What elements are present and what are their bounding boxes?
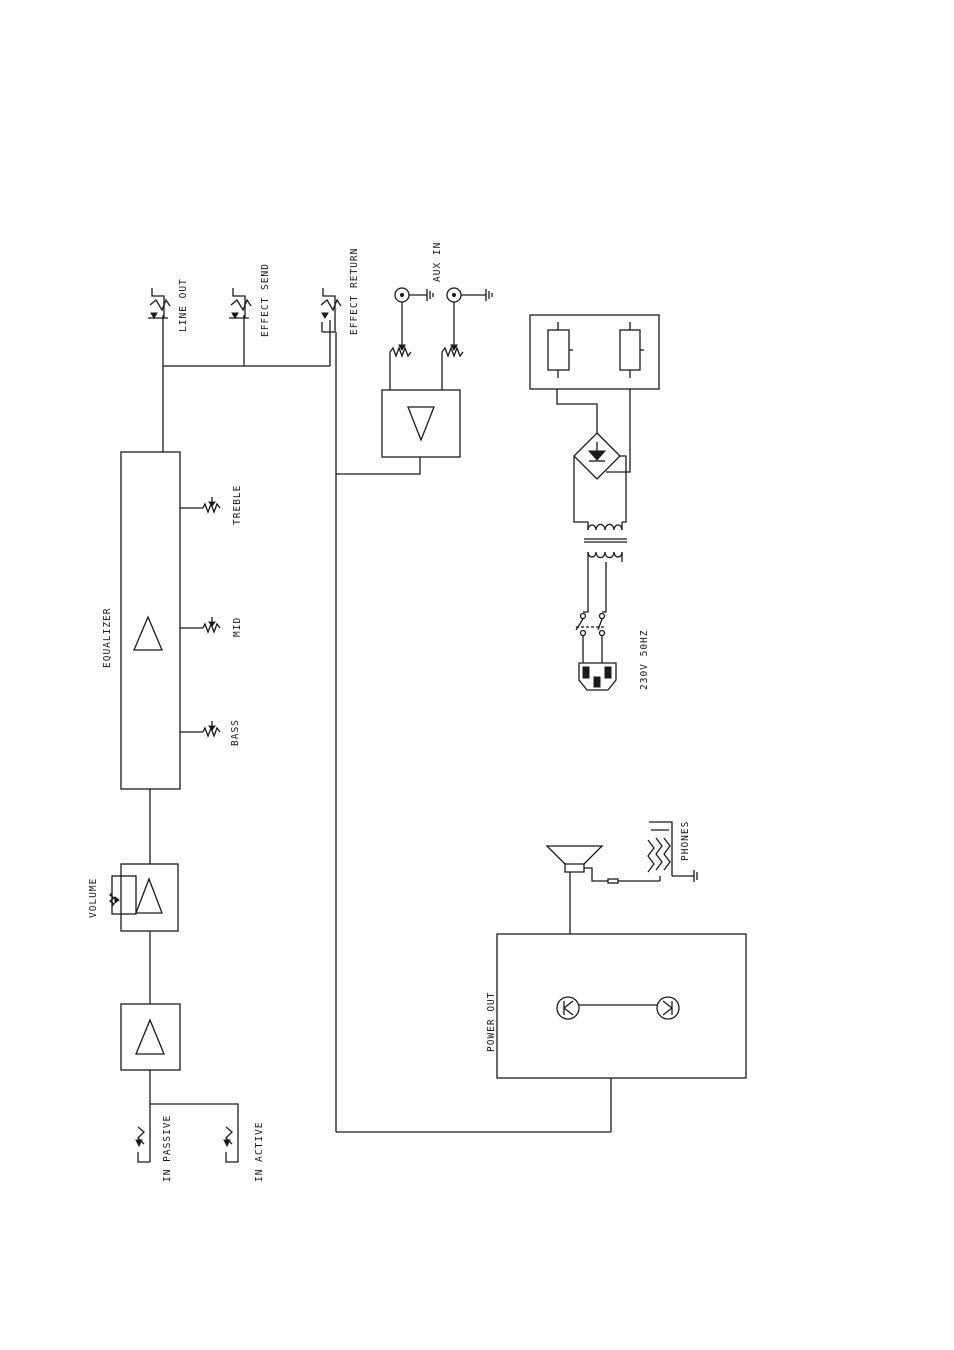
treble-label: TREBLE [232, 485, 243, 525]
effect-send-jack-icon [229, 288, 251, 318]
equalizer-label: EQUALIZER [102, 608, 113, 668]
aux-in-jack-1-icon [395, 288, 433, 345]
effect-send-label: EFFECT SEND [260, 263, 271, 337]
in-passive-jack-icon [136, 1127, 150, 1162]
aux-mixer-block [382, 390, 460, 457]
power-switch-icon [576, 614, 606, 664]
bass-label: BASS [230, 719, 241, 746]
effect-return-jack-icon [321, 288, 341, 332]
in-passive-label: IN PASSIVE [162, 1115, 173, 1182]
volume-amp-block [110, 864, 178, 931]
mains-label: 230V 50HZ [639, 630, 650, 690]
line-out-label: LINE OUT [178, 278, 189, 332]
mains-socket-icon [579, 663, 616, 690]
speaker-icon [547, 846, 602, 872]
power-out-block [497, 934, 746, 1078]
preamp-block [121, 1004, 180, 1070]
in-active-jack-icon [224, 1127, 238, 1162]
aux-pot-1-icon [390, 345, 411, 390]
mid-label: MID [232, 617, 243, 637]
effect-return-label: EFFECT RETURN [349, 248, 360, 335]
aux-in-label: AUX IN [432, 242, 443, 282]
in-active-label: IN ACTIVE [254, 1122, 265, 1182]
phones-label: PHONES [680, 821, 691, 861]
transformer-icon [584, 522, 627, 562]
volume-label: VOLUME [88, 878, 99, 918]
equalizer-block [121, 452, 220, 789]
line-out-jack-icon [148, 288, 170, 318]
aux-pot-2-icon [442, 345, 463, 390]
power-supply-block [530, 315, 659, 389]
power-out-label: POWER OUT [486, 992, 497, 1052]
aux-in-jack-2-icon [447, 288, 492, 345]
